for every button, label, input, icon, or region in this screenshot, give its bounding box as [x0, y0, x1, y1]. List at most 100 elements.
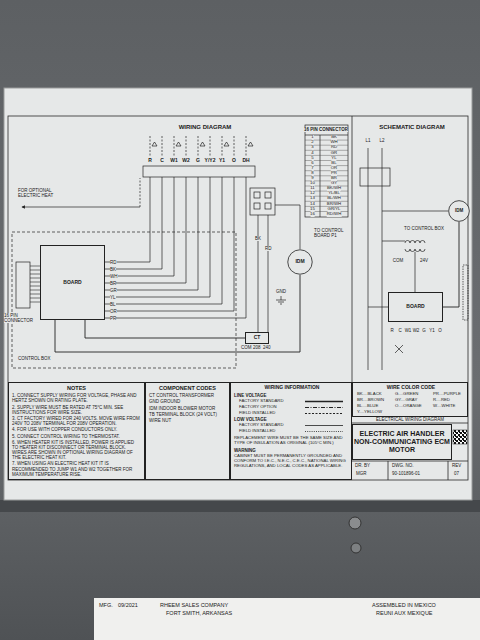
terminal-wire	[105, 177, 174, 276]
node-heading: ELECTRIC AIR HANDLER NON-COMMUNICATING E…	[353, 430, 451, 454]
warning-triangle	[224, 142, 229, 146]
terminal-label: C	[160, 158, 164, 164]
transformer-wire	[382, 241, 405, 242]
sticker-text: MFG.	[99, 602, 113, 608]
wire-color-label: BR	[110, 281, 116, 286]
legend-row: FACTORY OPTION	[239, 405, 349, 410]
line-wire	[382, 148, 383, 370]
schematic-label: TO CONTROL BOX	[404, 226, 444, 231]
title-block-cell: REV	[452, 463, 461, 468]
connector-pin	[30, 294, 40, 295]
node-heading: WIRE COLOR CODE	[353, 385, 469, 391]
screw	[351, 543, 361, 553]
terminal-label: W1	[170, 158, 178, 164]
node-text: CABINET MUST BE PERMANENTLY GROUNDED AND…	[234, 454, 350, 469]
node-text: BK....BLACK	[357, 392, 394, 397]
node-text: 7. WHEN USING AN ELECTRIC HEAT KIT IT IS…	[12, 461, 141, 477]
wiring-info-panel: WIRING INFORMATIONLINE VOLTAGELOW VOLTAG…	[230, 382, 352, 480]
terminal-label: R	[148, 158, 152, 164]
node-text: CT CONTROL TRANSFORMER	[149, 393, 226, 398]
warning-triangle	[152, 142, 157, 146]
control-board: BOARD	[388, 292, 443, 322]
terminal-wire	[105, 136, 253, 318]
connector-pin	[30, 290, 40, 291]
line-sample	[305, 407, 343, 408]
wire-connector	[443, 222, 459, 307]
transformer-coil	[420, 249, 425, 252]
transformer-box: CT	[245, 332, 269, 344]
node-heading: CT	[254, 335, 261, 341]
transformer-coil	[415, 241, 420, 243]
connector-pin	[30, 302, 40, 303]
node-heading: BOARD	[406, 304, 424, 310]
part-label: CONTROL BOX	[18, 356, 51, 361]
terminal-wire	[105, 177, 198, 290]
terminal-wire	[105, 177, 210, 297]
control-board: BOARD	[40, 245, 105, 320]
line-sample	[305, 429, 345, 434]
sticker-text: 09/2021	[118, 602, 138, 608]
sticker-text: RHEEM SALES COMPANY	[160, 602, 228, 608]
line-sample	[305, 401, 343, 403]
node-text: Y....YELLOW	[357, 410, 394, 415]
wiring-label-sheet	[4, 88, 472, 500]
node-text: 4. FOR USE WITH COPPER CONDUCTORS ONLY.	[12, 427, 141, 432]
label-frame	[388, 461, 389, 480]
node-text: TB TERMINAL BLOCK (24 VOLT)	[149, 412, 226, 417]
title-block-cell: MGR	[356, 471, 367, 476]
transformer-coil	[410, 241, 415, 243]
label-frame	[8, 116, 468, 480]
terminal-wire	[105, 177, 162, 269]
part-label: 208	[253, 345, 261, 350]
schematic-label: COM	[393, 258, 404, 263]
node-text: GY....GRAY	[395, 398, 432, 403]
pin-table	[305, 125, 348, 217]
wire-color-label: YL	[110, 295, 116, 300]
motor-circle	[288, 250, 312, 274]
node-heading: IDM	[455, 208, 463, 213]
wire-color-label: OR	[110, 309, 117, 314]
plug-pin	[254, 192, 260, 198]
terminal-label: R	[390, 328, 393, 333]
connector-pin	[30, 274, 40, 275]
wire-color-label: PR	[110, 316, 116, 321]
node-text: G....GREEN	[395, 392, 432, 397]
control-box-outline	[12, 232, 236, 368]
blower-motor: IDM	[287, 249, 313, 275]
motor-wire	[268, 215, 269, 332]
node-text: REPLACEMENT WIRE MUST BE THE SAME SIZE A…	[234, 436, 350, 446]
line-sample	[305, 423, 345, 428]
panel-seam	[0, 500, 480, 512]
motor-wire	[382, 211, 448, 212]
motor-plug	[250, 188, 275, 215]
connector-pin	[30, 266, 40, 302]
node-text: WARNING	[234, 448, 294, 453]
node-text: WIRE NUT	[149, 418, 226, 423]
transformer-wire	[415, 252, 416, 292]
transformer-coil	[405, 241, 410, 243]
plug-symbol	[360, 168, 390, 186]
terminal-label: Y/Y2	[205, 158, 216, 164]
node-text: 6. WHEN HEATER KIT IS INSTALLED, POWER I…	[12, 440, 141, 461]
terminal-wire	[105, 177, 246, 318]
transformer-coil	[405, 241, 425, 252]
node-text: R....RED	[433, 398, 470, 403]
qr-code	[453, 430, 467, 444]
terminal-label: W2	[413, 328, 420, 333]
terminal-wire	[174, 136, 175, 156]
terminal-label: G	[422, 328, 426, 333]
component-codes-panel: COMPONENT CODESCT CONTROL TRANSFORMERGND…	[145, 382, 230, 480]
heat-arrow	[22, 207, 140, 208]
line-sample	[305, 411, 345, 416]
connector-pin	[30, 266, 40, 267]
part-label: 240	[263, 345, 271, 350]
motor-wire	[275, 205, 300, 249]
title-block-cell: 90-101896-01	[392, 471, 420, 476]
rating-sticker	[94, 598, 480, 640]
node-heading: BOARD	[63, 280, 81, 286]
node-text: 1. CONNECT SUPPLY WIRING FOR VOLTAGE, PH…	[12, 393, 141, 403]
node-text: 5. CONNECT CONTROL WIRING TO THERMOSTAT.	[12, 434, 141, 439]
table-heading: 16 PIN CONNECTOR	[304, 127, 348, 132]
